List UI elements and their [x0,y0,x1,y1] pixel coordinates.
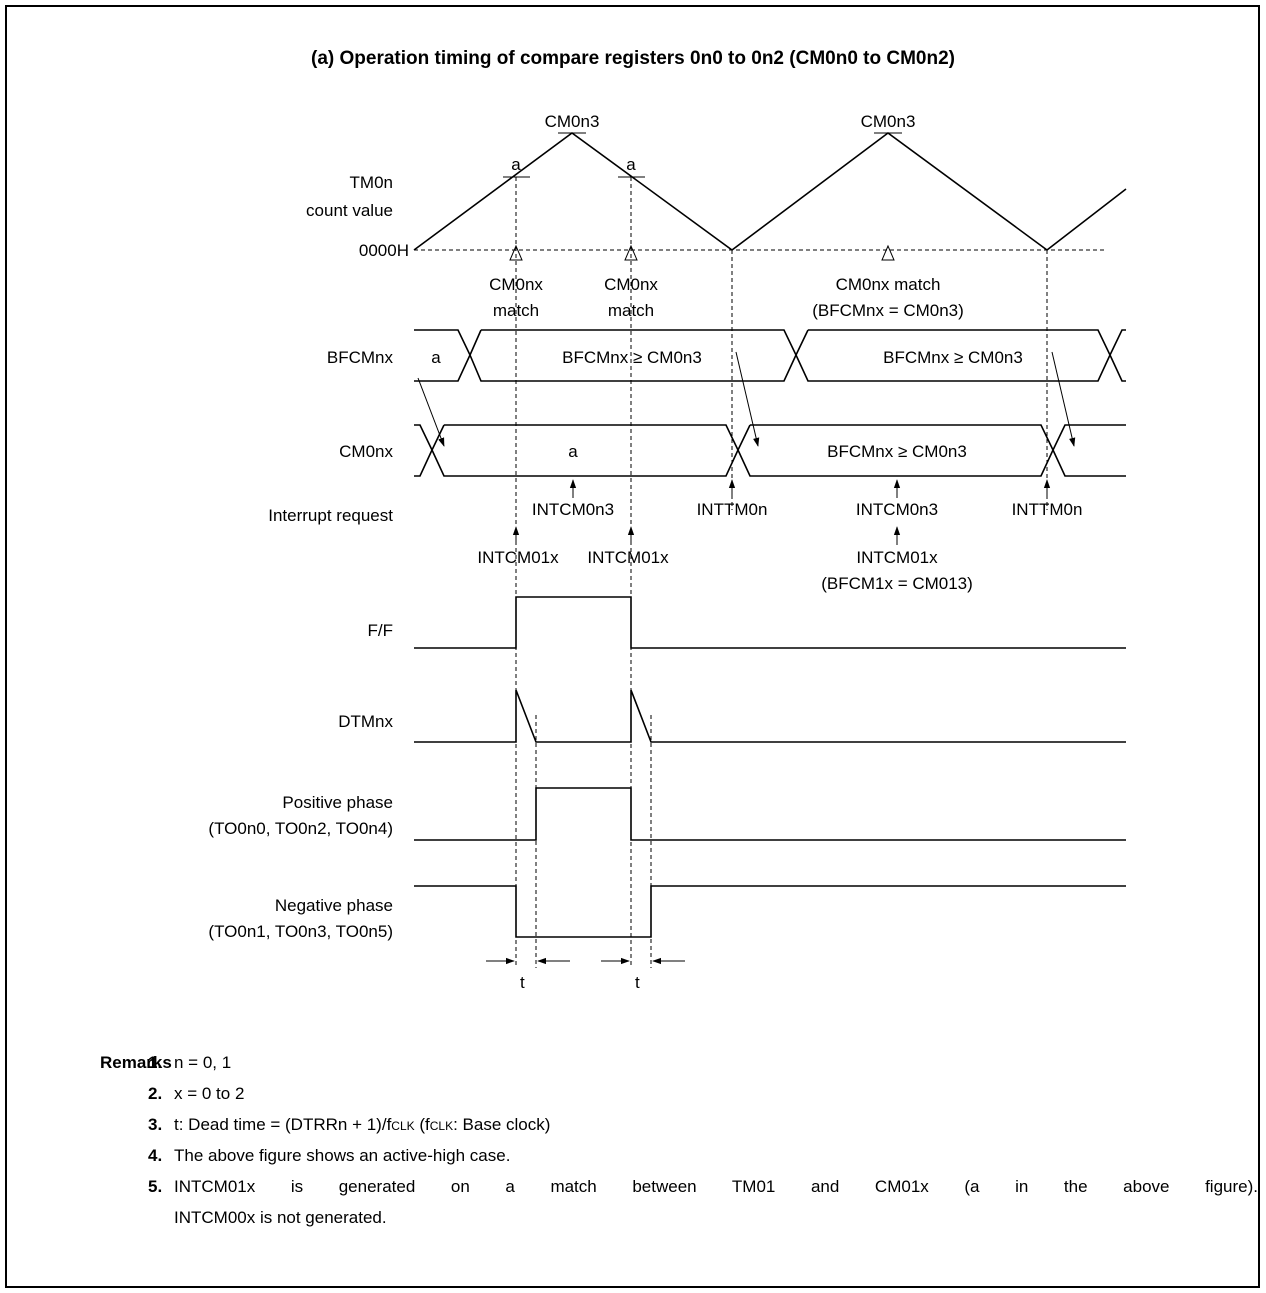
bfcmnx-value-ge-2: BFCMnx ≥ CM0n3 [883,348,1023,367]
ff-label: F/F [368,621,394,640]
tm0n-label: TM0n [350,173,393,192]
remark-text: The above figure shows an active-high ca… [174,1146,511,1165]
ff-waveform [414,596,1126,649]
zero-label: 0000H [359,241,409,260]
counter-wave [413,132,1127,261]
match-label-3: CM0nx match [836,275,941,294]
intcm01x-label-1: INTCM01x [477,548,559,567]
bfcmnx-value-a: a [431,348,441,367]
bfcmnx-label: BFCMnx [327,348,394,367]
timing-diagram: TM0n count value 0000H BFCMnx CM0nx Inte… [208,112,1127,992]
remark-text: INTCM00x is not generated. [174,1208,387,1227]
tm0n-label-2: count value [306,201,393,220]
guide-lines [515,177,1048,968]
bfcmnx-bus [414,329,1126,382]
cm0nx-bus [414,424,1126,477]
remark-number: 3. [148,1115,163,1134]
positive-label: Positive phase [282,793,393,812]
intcm0n3-label-2: INTCM0n3 [856,500,938,519]
cm0nx-value-a: a [568,442,578,461]
remark-number: 2. [148,1084,163,1103]
remark-text: x = 0 to 2 [174,1084,245,1103]
figure-title: (a) Operation timing of compare register… [311,48,955,69]
match-label-3b: (BFCMnx = CM0n3) [812,301,964,320]
remark-text: t: Dead time = (DTRRn + 1)/fCLK (fCLK: B… [174,1109,550,1142]
dead-time-label-1: t [520,973,525,992]
intcm01x-note: (BFCM1x = CM013) [821,574,973,593]
positive-label-2: (TO0n0, TO0n2, TO0n4) [208,819,393,838]
inttm0n-label-2: INTTM0n [1012,500,1083,519]
inttm0n-label-1: INTTM0n [697,500,768,519]
remark-text-b: (f [414,1115,430,1134]
negative-label: Negative phase [275,896,393,915]
cm0nx-label: CM0nx [339,442,393,461]
intcm01x-label-2: INTCM01x [587,548,669,567]
bfcmnx-value-ge-1: BFCMnx ≥ CM0n3 [562,348,702,367]
clock-subscript: CLK [391,1119,415,1133]
negative-label-2: (TO0n1, TO0n3, TO0n5) [208,922,393,941]
remark-number: 5. [148,1177,163,1196]
interrupt-label: Interrupt request [268,506,393,525]
remark-text-c: : Base clock) [453,1115,551,1134]
positive-phase-waveform [414,787,1126,841]
figure-frame [5,5,1260,1288]
dtmnx-waveform [414,689,1126,743]
remark-text: INTCM01x is generated on a match between… [174,1177,1258,1196]
transfer-arrows [417,351,1076,447]
remark-text-a: t: Dead time = (DTRRn + 1)/f [174,1115,392,1134]
peak-label-1: CM0n3 [545,112,600,131]
intcm01x-label-3: INTCM01x [856,548,938,567]
clock-subscript: CLK [429,1119,454,1133]
intcm0n3-label-1: INTCM0n3 [532,500,614,519]
dead-time-label-2: t [635,973,640,992]
remarks-heading: Remarks [100,1053,172,1072]
a-label-2: a [626,155,636,174]
a-label-1: a [511,155,521,174]
negative-phase-waveform [414,885,1126,938]
peak-label-2: CM0n3 [861,112,916,131]
cm0nx-value-ge: BFCMnx ≥ CM0n3 [827,442,967,461]
interrupt-arrows [512,479,1051,545]
remark-text: n = 0, 1 [174,1053,232,1072]
remark-number: 1. [148,1053,163,1072]
dtmnx-label: DTMnx [338,712,393,731]
remark-number: 4. [148,1146,163,1165]
